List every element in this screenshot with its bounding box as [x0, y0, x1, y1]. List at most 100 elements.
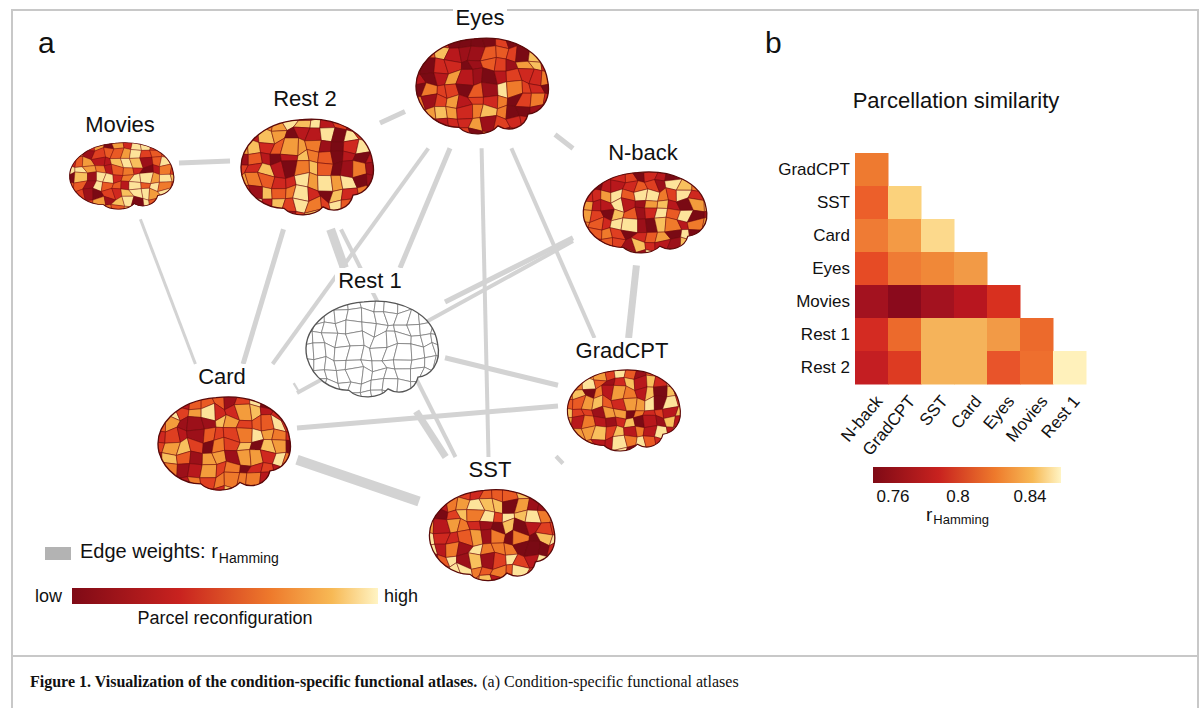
brain-parcels [419, 482, 561, 594]
brain-parcels [230, 111, 380, 229]
brain-parcel [153, 474, 165, 490]
brain-parcel [295, 299, 304, 314]
brain-parcel [305, 223, 321, 229]
brain-parcel [589, 169, 604, 179]
brain-parcel [676, 368, 686, 378]
brain-parcel [689, 248, 704, 258]
brain-parcel [609, 165, 625, 169]
brain-parcel [559, 520, 561, 535]
brain-parcel [346, 331, 365, 346]
brain-parcel [481, 529, 491, 544]
brain-parcel [332, 226, 346, 229]
brain-parcel [458, 482, 471, 489]
brain-parcel [382, 360, 395, 369]
brain-parcel [230, 203, 239, 215]
brain-parcel [515, 93, 531, 107]
brain-parcel [578, 170, 589, 183]
brain-parcel [295, 403, 300, 411]
brain-parcel [349, 406, 364, 411]
brain-parcel [297, 300, 315, 313]
brain-parcel [299, 358, 314, 373]
brain-parcel [654, 218, 666, 233]
brain-parcel [538, 489, 553, 501]
brain-parcel [160, 216, 172, 219]
brain-parcel [686, 427, 687, 441]
brain-node: GradCPT [558, 338, 686, 463]
brain-parcel [690, 240, 704, 248]
brain-parcel [75, 137, 87, 141]
brain-parcel [233, 111, 251, 117]
brain-parcel [179, 214, 180, 219]
brain-parcel [577, 222, 589, 228]
brain-parcel [352, 209, 367, 224]
brain-parcel [61, 164, 67, 177]
brain-parcel [139, 214, 151, 219]
brain-parcel [434, 487, 449, 503]
brain-outline [567, 370, 680, 451]
brain-parcel [239, 198, 251, 216]
brain-parcel [251, 198, 263, 215]
brain-parcel [281, 473, 297, 490]
legend-swatch-fill [45, 547, 71, 560]
brain-parcel [321, 391, 340, 409]
brain-parcel [421, 406, 432, 411]
brain-parcel [147, 428, 154, 442]
brain-parcel [83, 213, 94, 219]
brain-parcel [552, 49, 555, 59]
brain-parcel [177, 189, 179, 200]
brain-parcel [274, 489, 285, 499]
brain-parcel [151, 497, 167, 505]
brain-parcel [384, 297, 398, 314]
brain-parcel [444, 391, 446, 403]
brain-parcel [293, 121, 310, 129]
brain-parcel [612, 458, 626, 463]
condition-label: Eyes [453, 5, 508, 30]
brain-parcel [652, 363, 663, 368]
brain-parcel [294, 441, 297, 456]
brain-parcel [573, 208, 581, 222]
brain-parcels [573, 165, 713, 265]
brain-parcel [334, 391, 349, 409]
brain-parcel [111, 140, 124, 149]
brain-parcel [573, 251, 580, 263]
brain-parcel [431, 319, 445, 336]
brain-parcel [602, 379, 615, 386]
brain-parcel [457, 105, 473, 120]
brain-parcel [295, 320, 303, 335]
brain-parcel [573, 261, 582, 266]
brain-parcel [149, 197, 162, 208]
brain-parcel [129, 217, 140, 219]
brain-parcel [645, 396, 655, 411]
brain-parcel [230, 179, 239, 189]
brain-parcel [436, 30, 450, 38]
brain-parcel [91, 157, 105, 166]
brain-parcel [573, 171, 580, 184]
brain-parcel [680, 237, 691, 251]
brain-parcel [425, 143, 439, 149]
brain-parcel [666, 441, 677, 449]
figure-label: Eyes [812, 259, 850, 279]
brain-parcel [245, 213, 263, 226]
brain-parcel [558, 407, 562, 421]
brain-parcel [162, 147, 173, 158]
brain-parcel [150, 392, 163, 407]
heatmap-cell [954, 351, 988, 385]
brain-outline [306, 301, 438, 397]
brain-parcel [376, 226, 380, 229]
brain-parcel [281, 221, 293, 229]
brain-parcel [296, 473, 297, 486]
brain-parcel [419, 531, 426, 546]
brain-parcel [673, 363, 686, 371]
condition-label: N-back [605, 140, 681, 165]
brain-parcel [559, 530, 561, 544]
brain-parcel [110, 213, 121, 219]
brain-parcel [613, 409, 626, 420]
brain-parcel [573, 181, 580, 191]
brain-parcel [643, 410, 656, 415]
brain-parcel [190, 389, 201, 396]
brain-parcel [230, 128, 238, 140]
brain-parcel [579, 251, 588, 262]
brain-parcel [294, 449, 297, 465]
brain-parcel [627, 363, 638, 367]
brain-parcel [398, 293, 409, 300]
